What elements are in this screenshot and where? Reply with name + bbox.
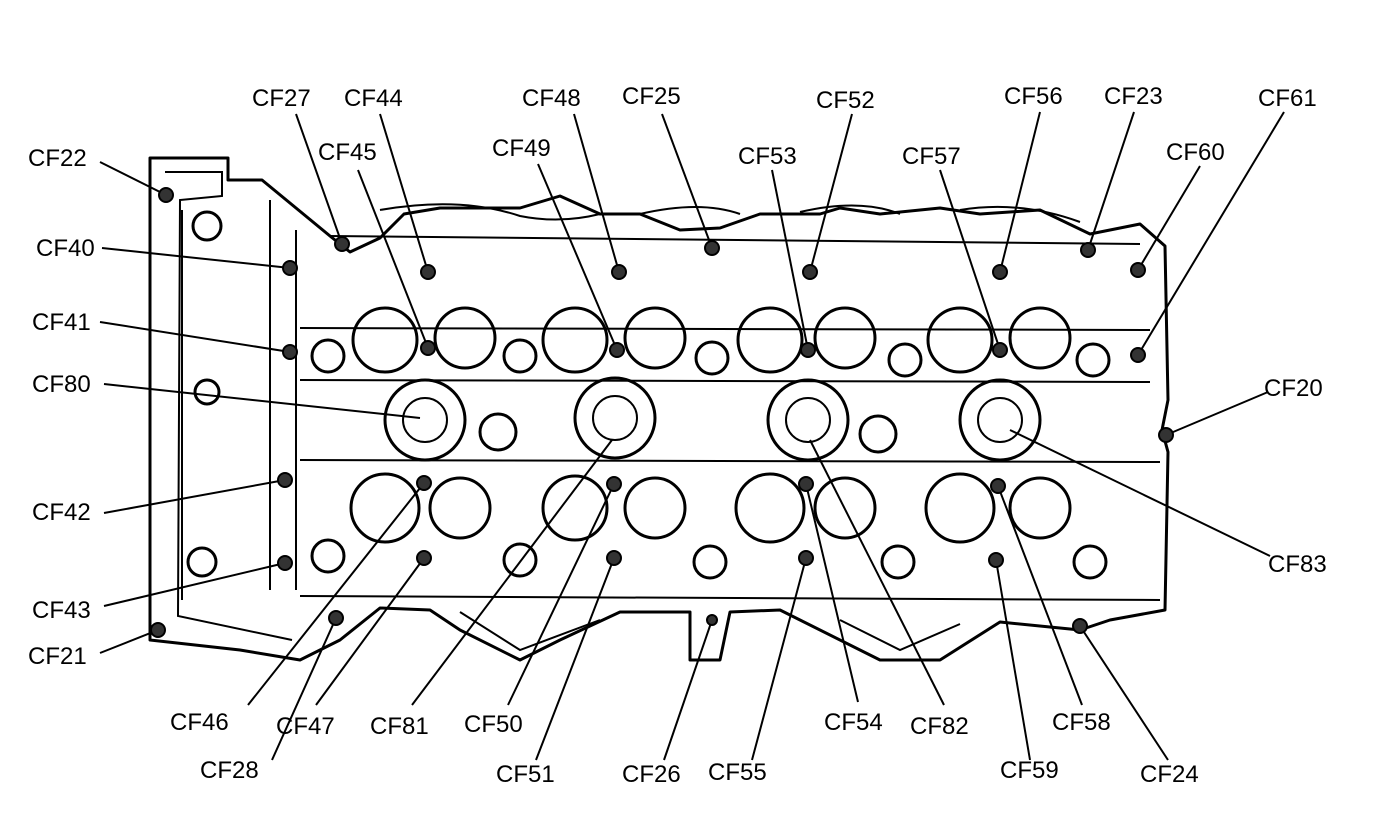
point-cf40 — [282, 260, 298, 276]
point-cf57 — [992, 342, 1008, 358]
point-cf49 — [609, 342, 625, 358]
point-cf61 — [1130, 347, 1146, 363]
label-cf54: CF54 — [824, 709, 883, 736]
label-cf47: CF47 — [276, 713, 335, 740]
head-bolt-holes — [186, 210, 1111, 580]
point-cf45 — [420, 340, 436, 356]
label-cf57: CF57 — [902, 143, 961, 170]
point-cf22 — [158, 187, 174, 203]
label-cf58: CF58 — [1052, 709, 1111, 736]
point-cf24 — [1072, 618, 1088, 634]
label-cf49: CF49 — [492, 135, 551, 162]
label-cf48: CF48 — [522, 85, 581, 112]
label-cf46: CF46 — [170, 709, 229, 736]
label-cf42: CF42 — [32, 499, 91, 526]
label-cf56: CF56 — [1004, 83, 1063, 110]
point-cf42 — [277, 472, 293, 488]
label-cf27: CF27 — [252, 85, 311, 112]
point-cf51 — [606, 550, 622, 566]
point-cf46 — [416, 475, 432, 491]
point-cf27 — [334, 236, 350, 252]
cylinder-head-outline — [148, 156, 1170, 662]
label-cf60: CF60 — [1166, 139, 1225, 166]
spark-plug-bores — [383, 376, 1042, 462]
label-cf80: CF80 — [32, 371, 91, 398]
point-cf44 — [420, 264, 436, 280]
point-cf28 — [328, 610, 344, 626]
label-cf24: CF24 — [1140, 761, 1199, 788]
point-cf53 — [800, 342, 816, 358]
valve-seats — [349, 306, 1072, 544]
point-cf26 — [706, 614, 718, 626]
point-cf21 — [150, 622, 166, 638]
label-cf83: CF83 — [1268, 551, 1327, 578]
label-cf26: CF26 — [622, 761, 681, 788]
point-cf47 — [416, 550, 432, 566]
point-cf50 — [606, 476, 622, 492]
point-cf54 — [798, 476, 814, 492]
label-cf20: CF20 — [1264, 375, 1323, 402]
label-cf43: CF43 — [32, 597, 91, 624]
leader-lines — [99, 111, 1285, 761]
connection-points — [150, 187, 1174, 638]
label-cf41: CF41 — [32, 309, 91, 336]
point-cf43 — [277, 555, 293, 571]
label-cf25: CF25 — [622, 83, 681, 110]
point-cf48 — [611, 264, 627, 280]
label-cf55: CF55 — [708, 759, 767, 786]
label-cf44: CF44 — [344, 85, 403, 112]
label-cf82: CF82 — [910, 713, 969, 740]
point-cf20 — [1158, 427, 1174, 443]
label-cf61: CF61 — [1258, 85, 1317, 112]
point-cf23 — [1080, 242, 1096, 258]
point-cf52 — [802, 264, 818, 280]
point-cf60 — [1130, 262, 1146, 278]
point-cf58 — [990, 478, 1006, 494]
label-cf59: CF59 — [1000, 757, 1059, 784]
label-cf45: CF45 — [318, 139, 377, 166]
label-cf52: CF52 — [816, 87, 875, 114]
label-cf40: CF40 — [36, 235, 95, 262]
label-cf53: CF53 — [738, 143, 797, 170]
point-cf55 — [798, 550, 814, 566]
point-cf59 — [988, 552, 1004, 568]
point-cf25 — [704, 240, 720, 256]
label-cf22: CF22 — [28, 145, 87, 172]
label-cf81: CF81 — [370, 713, 429, 740]
point-cf56 — [992, 264, 1008, 280]
label-cf28: CF28 — [200, 757, 259, 784]
label-cf21: CF21 — [28, 643, 87, 670]
label-cf23: CF23 — [1104, 83, 1163, 110]
point-labels: CF22 CF40 CF41 CF80 CF42 CF43 CF21 CF27 … — [28, 83, 1327, 788]
label-cf50: CF50 — [464, 711, 523, 738]
point-cf41 — [282, 344, 298, 360]
label-cf51: CF51 — [496, 761, 555, 788]
